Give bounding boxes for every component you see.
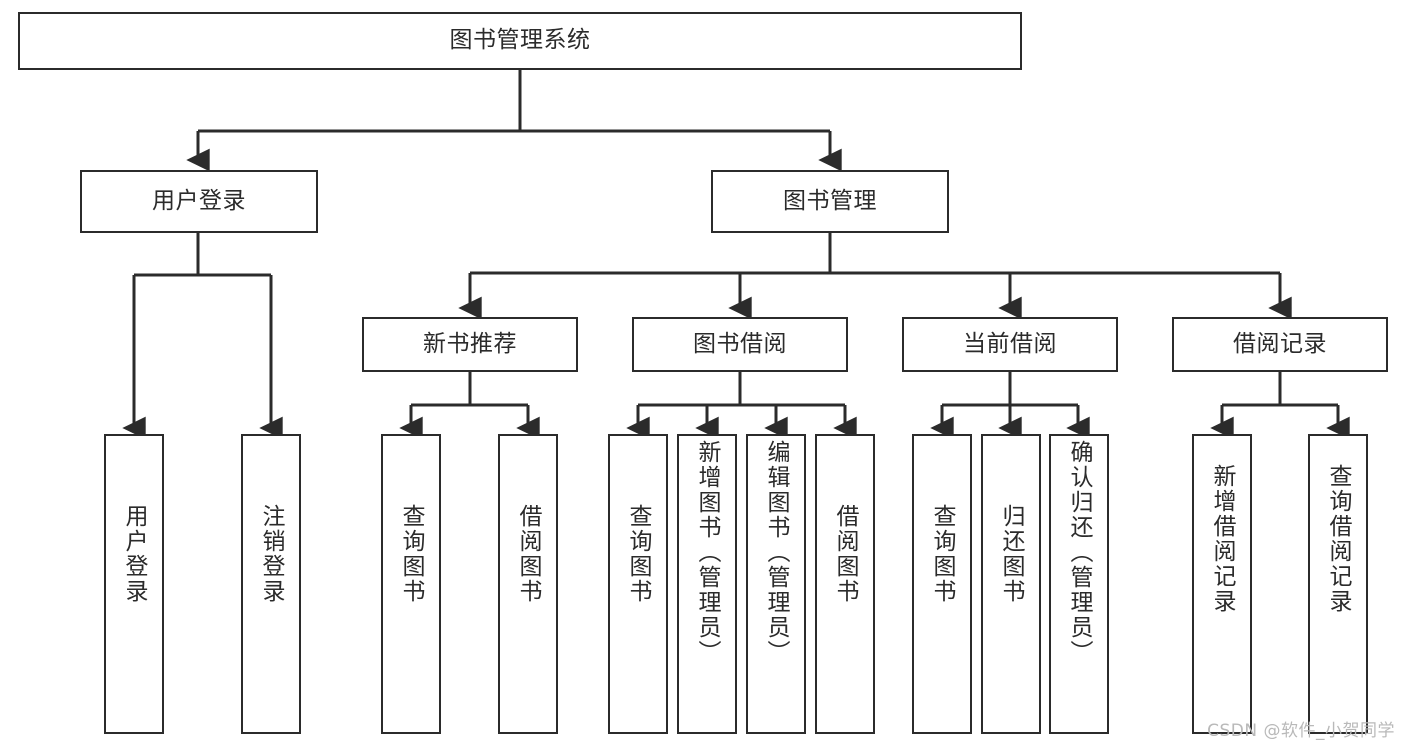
node-leaf-query-book-1-label: 查询图书 — [398, 504, 425, 604]
node-leaf-add-book-label: 新增图书（管理员） — [694, 440, 721, 665]
node-leaf-user-logout-label: 注销登录 — [258, 504, 285, 604]
node-leaf-query-book-3[interactable]: 查询图书 — [912, 434, 972, 734]
node-leaf-query-record[interactable]: 查询借阅记录 — [1308, 434, 1368, 734]
node-leaf-confirm-return[interactable]: 确认归还（管理员） — [1049, 434, 1109, 734]
node-leaf-query-book-3-label: 查询图书 — [929, 504, 956, 604]
node-leaf-edit-book-label: 编辑图书（管理员） — [763, 440, 790, 665]
node-leaf-borrow-book-1-label: 借阅图书 — [515, 504, 542, 604]
node-leaf-query-book-2[interactable]: 查询图书 — [608, 434, 668, 734]
node-current-borrow[interactable]: 当前借阅 — [902, 317, 1118, 372]
node-book-manage[interactable]: 图书管理 — [711, 170, 949, 233]
node-leaf-return-book-label: 归还图书 — [998, 504, 1025, 604]
node-root-label: 图书管理系统 — [449, 27, 591, 54]
node-leaf-user-login-label: 用户登录 — [121, 504, 148, 604]
node-leaf-query-record-label: 查询借阅记录 — [1325, 464, 1352, 614]
node-leaf-user-login[interactable]: 用户登录 — [104, 434, 164, 734]
node-book-borrow[interactable]: 图书借阅 — [632, 317, 848, 372]
node-leaf-borrow-book-2[interactable]: 借阅图书 — [815, 434, 875, 734]
node-leaf-user-logout[interactable]: 注销登录 — [241, 434, 301, 734]
node-leaf-add-book[interactable]: 新增图书（管理员） — [677, 434, 737, 734]
node-leaf-borrow-book-1[interactable]: 借阅图书 — [498, 434, 558, 734]
node-leaf-confirm-return-label: 确认归还（管理员） — [1066, 440, 1093, 665]
node-new-book-rec-label: 新书推荐 — [423, 330, 517, 357]
node-leaf-return-book[interactable]: 归还图书 — [981, 434, 1041, 734]
node-leaf-add-record-label: 新增借阅记录 — [1209, 464, 1236, 614]
node-user-login-label: 用户登录 — [152, 187, 246, 214]
node-leaf-query-book-2-label: 查询图书 — [625, 504, 652, 604]
node-book-borrow-label: 图书借阅 — [693, 330, 787, 357]
node-leaf-add-record[interactable]: 新增借阅记录 — [1192, 434, 1252, 734]
node-new-book-rec[interactable]: 新书推荐 — [362, 317, 578, 372]
node-leaf-edit-book[interactable]: 编辑图书（管理员） — [746, 434, 806, 734]
node-root[interactable]: 图书管理系统 — [18, 12, 1022, 70]
node-leaf-borrow-book-2-label: 借阅图书 — [832, 504, 859, 604]
node-leaf-query-book-1[interactable]: 查询图书 — [381, 434, 441, 734]
node-borrow-record[interactable]: 借阅记录 — [1172, 317, 1388, 372]
node-book-manage-label: 图书管理 — [783, 187, 877, 214]
node-user-login[interactable]: 用户登录 — [80, 170, 318, 233]
node-borrow-record-label: 借阅记录 — [1233, 330, 1327, 357]
node-current-borrow-label: 当前借阅 — [963, 330, 1057, 357]
